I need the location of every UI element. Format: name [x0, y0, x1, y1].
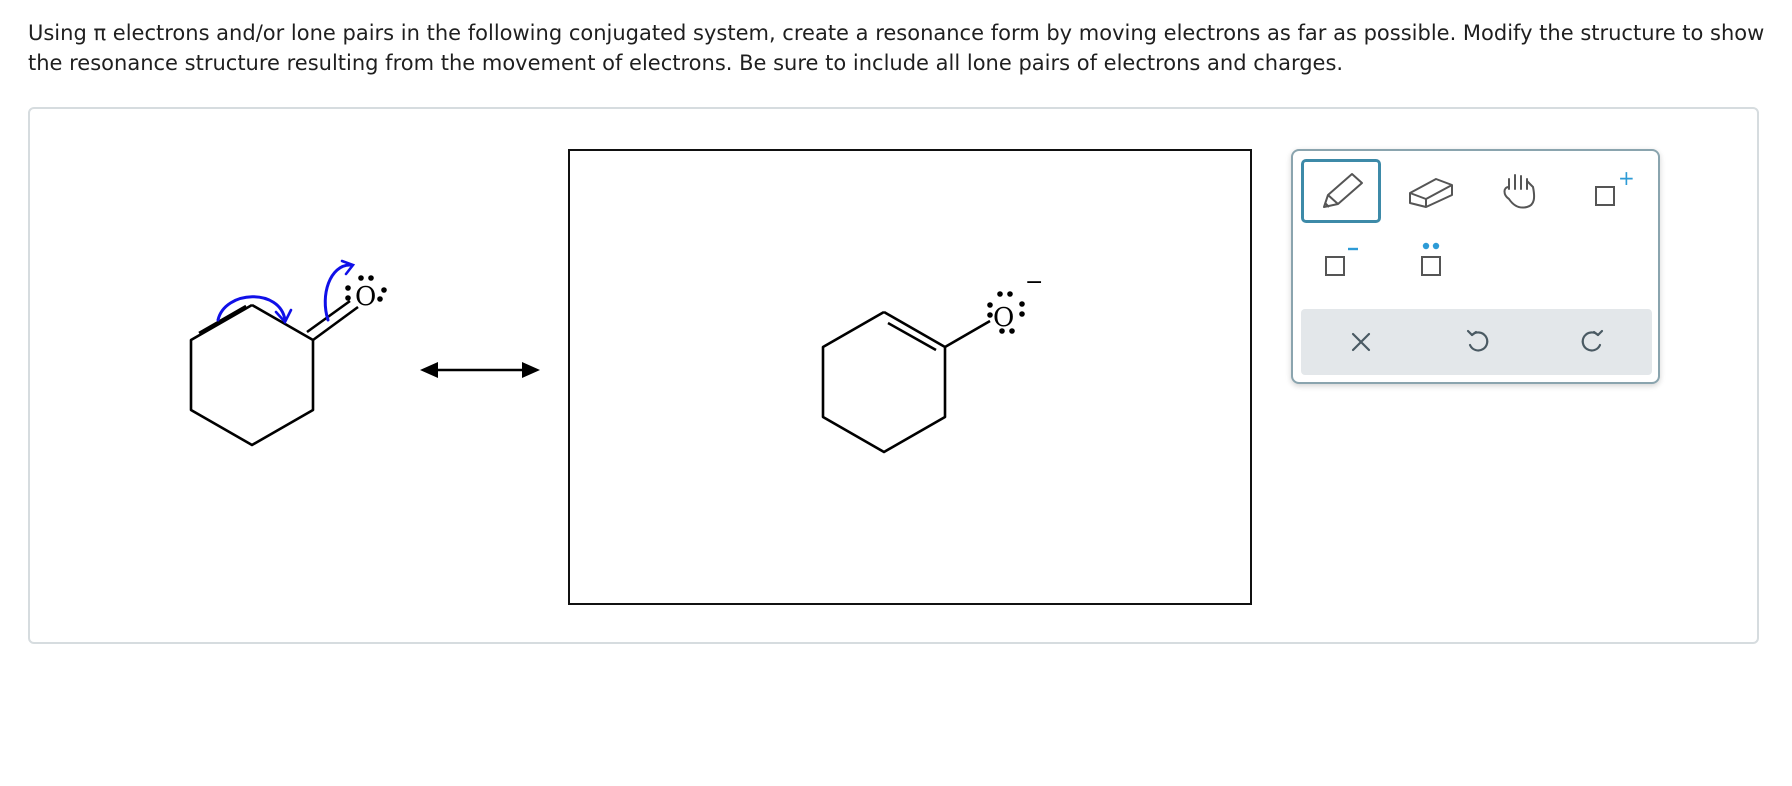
negative-charge-icon: [1325, 247, 1358, 276]
lone-pair-icon: [1421, 242, 1441, 276]
oxygen-label: O: [355, 282, 376, 312]
pencil-icon: [1323, 173, 1363, 208]
positive-charge-tool[interactable]: +: [1571, 159, 1651, 223]
hand-tool[interactable]: [1481, 159, 1561, 223]
clear-button[interactable]: [1311, 309, 1411, 375]
answer-molecule: O −: [821, 270, 1043, 454]
redo-button[interactable]: [1543, 309, 1643, 375]
lone-pair-tool[interactable]: [1391, 229, 1471, 293]
action-bar: [1301, 309, 1652, 375]
pencil-tool[interactable]: [1301, 159, 1381, 223]
given-structure: O: [170, 250, 410, 464]
given-molecule: O: [189, 259, 387, 447]
negative-charge-label: −: [1025, 270, 1043, 295]
drawing-toolbar: +: [1291, 149, 1660, 384]
answer-oxygen-label: O: [993, 303, 1014, 333]
svg-text:+: +: [1618, 169, 1635, 190]
eraser-tool[interactable]: [1391, 159, 1471, 223]
drawing-canvas[interactable]: O −: [568, 149, 1252, 605]
negative-charge-tool[interactable]: [1301, 229, 1381, 293]
question-prompt: Using π electrons and/or lone pairs in t…: [28, 21, 1765, 75]
redo-icon: [1581, 329, 1604, 352]
resonance-arrow: [420, 355, 540, 389]
undo-button[interactable]: [1427, 309, 1527, 375]
close-icon: [1351, 332, 1371, 352]
electron-push-arrows: [216, 263, 352, 322]
undo-icon: [1466, 329, 1489, 352]
eraser-icon: [1409, 178, 1453, 208]
positive-charge-icon: +: [1595, 169, 1635, 206]
hand-icon: [1503, 174, 1536, 209]
